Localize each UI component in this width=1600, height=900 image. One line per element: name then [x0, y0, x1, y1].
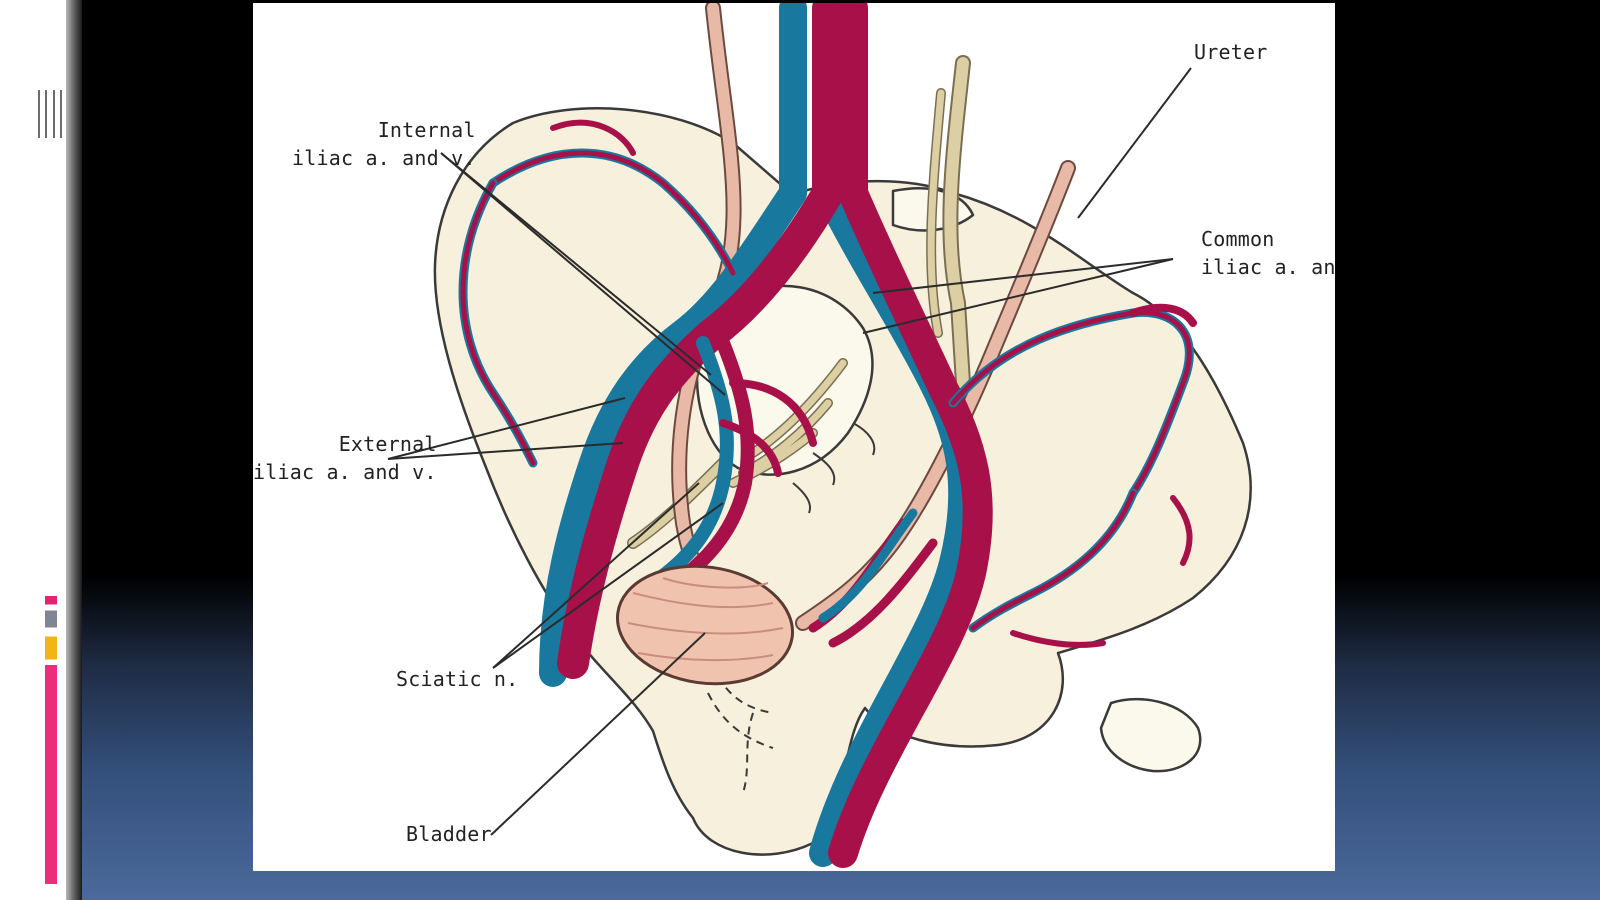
- anatomy-figure: Ureter Internal iliac a. and v. Common i…: [253, 3, 1335, 871]
- common-iliac-label: Common iliac a. and v.: [1201, 227, 1335, 279]
- external-iliac-label: External iliac a. and v.: [253, 432, 437, 484]
- internal-iliac-label: Internal iliac a. and v.: [292, 118, 476, 170]
- sidebar-shadow: [66, 0, 82, 900]
- pelvic-vessels-illustration: [387, 3, 1252, 868]
- leader-lines: [387, 67, 1192, 836]
- slide-handle-icon: [38, 90, 62, 138]
- bladder-label: Bladder: [406, 822, 492, 846]
- ureter-label: Ureter: [1194, 40, 1268, 64]
- sciatic-nerve-label: Sciatic n.: [396, 667, 519, 691]
- accent-color-bar: [45, 596, 57, 884]
- bladder: [615, 564, 795, 686]
- iliac-vessels: [458, 3, 1197, 868]
